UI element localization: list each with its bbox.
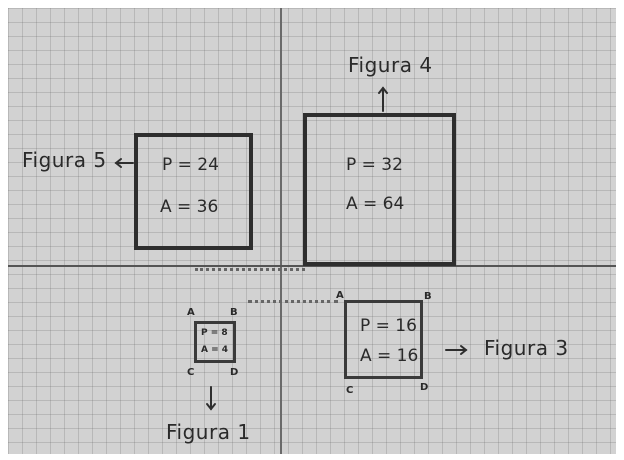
figure-1-vertex-c: C [187, 367, 195, 378]
dotted-line-middle [248, 300, 338, 303]
figure-1-area: A = 4 [201, 345, 229, 355]
figure-4-perimeter: P = 32 [346, 155, 403, 175]
figure-5-label: Figura 5 [22, 148, 107, 172]
figure-1-vertex-d: D [230, 367, 239, 378]
figure-1-vertex-b: B [230, 307, 238, 318]
figure-3-square [344, 300, 423, 379]
figure-1-perimeter: P = 8 [201, 328, 228, 338]
figure-4-label: Figura 4 [348, 53, 433, 77]
figure-1-vertex-a: A [187, 307, 195, 318]
graph-paper [8, 8, 616, 454]
figure-1-arrow-icon [206, 386, 216, 411]
figure-4-area: A = 64 [346, 194, 405, 214]
vertical-axis [280, 8, 282, 454]
horizontal-axis [8, 265, 616, 267]
figure-3-vertex-c: C [346, 385, 354, 396]
figure-5-square [134, 133, 253, 250]
figure-1-label: Figura 1 [166, 420, 251, 444]
figure-3-vertex-b: B [424, 291, 432, 302]
figure-5-perimeter: P = 24 [162, 155, 219, 175]
figure-3-label: Figura 3 [484, 336, 569, 360]
figure-3-vertex-a: A [336, 290, 344, 301]
figure-3-vertex-d: D [420, 382, 429, 393]
figure-5-area: A = 36 [160, 197, 219, 217]
dotted-line-top [195, 268, 305, 271]
figure-5-arrow-icon [114, 158, 134, 168]
figure-3-area: A = 16 [360, 346, 419, 366]
figure-3-perimeter: P = 16 [360, 316, 417, 336]
figure-4-square [303, 113, 456, 266]
figure-3-arrow-icon [445, 345, 468, 355]
figure-1-square [194, 321, 236, 363]
figure-4-arrow-icon [378, 86, 388, 112]
